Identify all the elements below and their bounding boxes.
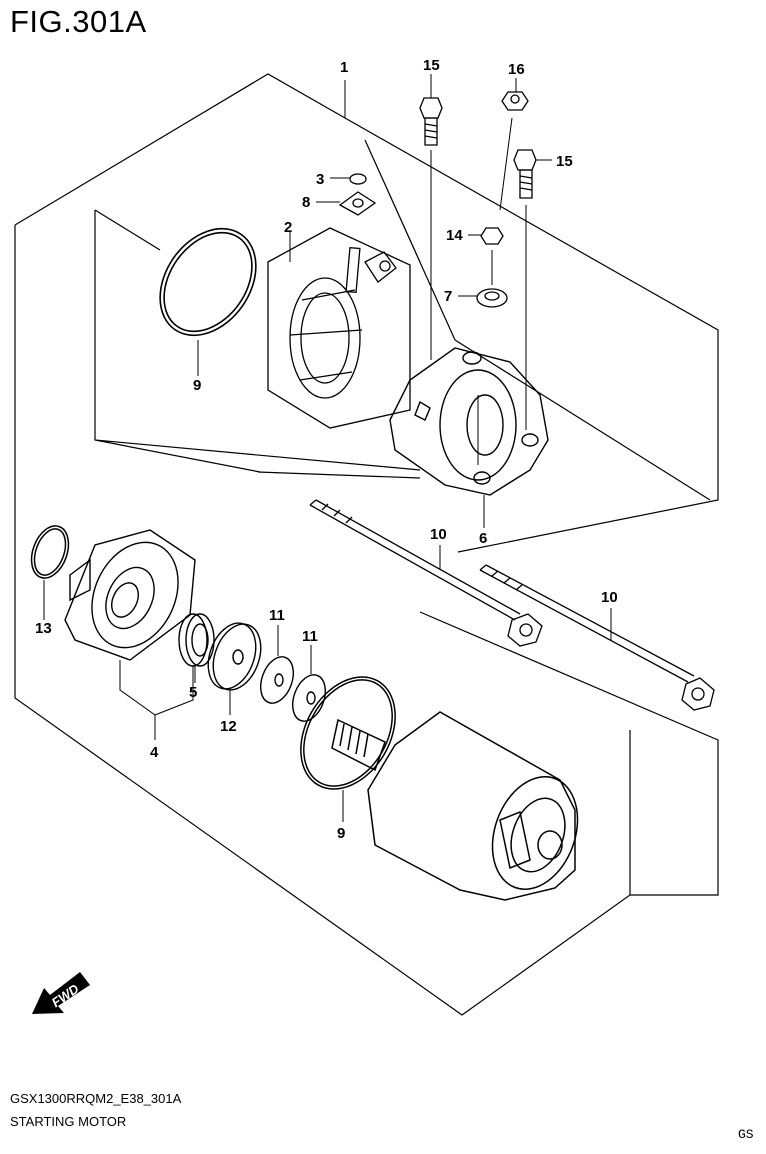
brush-holder-2 [267,227,411,429]
diagram-code: GSX1300RRQM2_E38_301A [10,1091,182,1106]
washer-12 [207,622,262,691]
callout-3: 3 [316,171,324,188]
diagram-name: STARTING MOTOR [10,1114,127,1129]
inner-leader [364,139,711,501]
callout-1: 1 [340,59,348,76]
callout-7: 7 [444,288,452,305]
terminal-plate-8 [338,191,377,216]
callout-2: 2 [284,219,292,236]
bolt-15-b [513,149,537,199]
figure-title: FIG.301A [10,4,147,39]
o-ring-9-top [159,227,257,337]
callout-11b: 11 [302,628,318,645]
callout-4: 4 [150,744,159,761]
washer-3 [349,173,367,185]
region-code: GS [738,1127,754,1142]
fwd-arrow-icon: FWD [32,972,90,1014]
callout-13: 13 [35,620,52,637]
callout-14: 14 [446,227,463,244]
callout-5: 5 [189,684,197,701]
through-bolt-10-a [309,499,543,647]
nut-14 [480,227,504,245]
bolt-15-a [419,97,443,146]
o-ring-13 [30,525,70,579]
leader-4 [119,660,194,740]
shim-11-b [291,674,327,722]
callout-10a: 10 [430,526,447,543]
callout-15b: 15 [556,153,573,170]
callout-15a: 15 [423,57,440,74]
through-bolt-10-b [479,564,715,711]
callout-8: 8 [302,194,310,211]
insulator-7 [476,288,508,308]
assembly-outline [14,73,719,1016]
bearing-5 [178,613,215,667]
end-cover-group-outline [94,209,421,479]
motor-group-outline [419,611,719,896]
shim-11-a [259,656,295,704]
armature-yoke [331,711,579,901]
end-cover-6 [389,347,549,496]
callout-12: 12 [220,718,237,735]
nut-16 [501,91,529,111]
housing-4 [64,529,196,661]
callout-10b: 10 [601,589,618,606]
callout-9b: 9 [337,825,345,842]
callout-11a: 11 [269,607,285,624]
callout-6: 6 [479,530,487,547]
callout-16: 16 [508,61,525,78]
callout-9a: 9 [193,377,201,394]
